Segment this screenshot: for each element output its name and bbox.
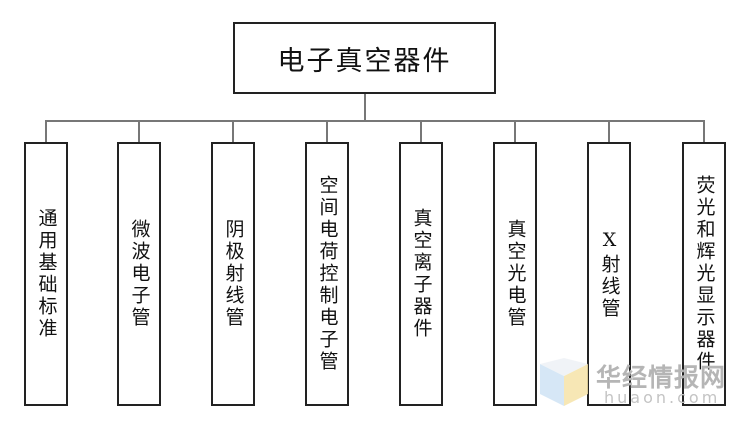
child-node-label: 通用基础标准 — [35, 208, 58, 340]
child-node-label: 空间电荷控制电子管 — [316, 175, 339, 373]
child-node-label: 阴极射线管 — [222, 219, 245, 329]
connector-child-stem — [608, 120, 610, 142]
child-node-vacuum-ion-device: 真空离子器件 — [399, 142, 443, 406]
watermark-text-en: huaon.com — [604, 388, 721, 407]
connector-root-stem — [364, 94, 366, 121]
connector-child-stem — [420, 120, 422, 142]
connector-horizontal-bar — [45, 120, 705, 122]
connector-child-stem — [326, 120, 328, 142]
root-node: 电子真空器件 — [233, 22, 496, 94]
child-node-display-device: 荧光和辉光显示器件 — [682, 142, 726, 406]
child-node-label: 荧光和辉光显示器件 — [693, 175, 716, 373]
watermark: 华经情报网 huaon.com — [538, 356, 748, 412]
connector-child-stem — [703, 120, 705, 142]
watermark-logo-icon — [540, 358, 588, 406]
connector-child-stem — [514, 120, 516, 142]
child-node-general-standards: 通用基础标准 — [24, 142, 68, 406]
connector-child-stem — [45, 120, 47, 142]
child-node-label: 微波电子管 — [128, 219, 151, 329]
child-node-vacuum-phototube: 真空光电管 — [493, 142, 537, 406]
connector-child-stem — [138, 120, 140, 142]
watermark-text-cn: 华经情报网 — [596, 363, 727, 392]
root-node-label: 电子真空器件 — [277, 45, 452, 77]
child-node-label: X射线管 — [598, 228, 621, 320]
connector-child-stem — [232, 120, 234, 142]
child-node-microwave-tube: 微波电子管 — [117, 142, 161, 406]
child-node-label: 真空光电管 — [504, 219, 527, 329]
child-node-label: 真空离子器件 — [410, 208, 433, 340]
child-node-crt: 阴极射线管 — [211, 142, 255, 406]
child-node-xray-tube: X射线管 — [587, 142, 631, 406]
child-node-space-charge-tube: 空间电荷控制电子管 — [305, 142, 349, 406]
